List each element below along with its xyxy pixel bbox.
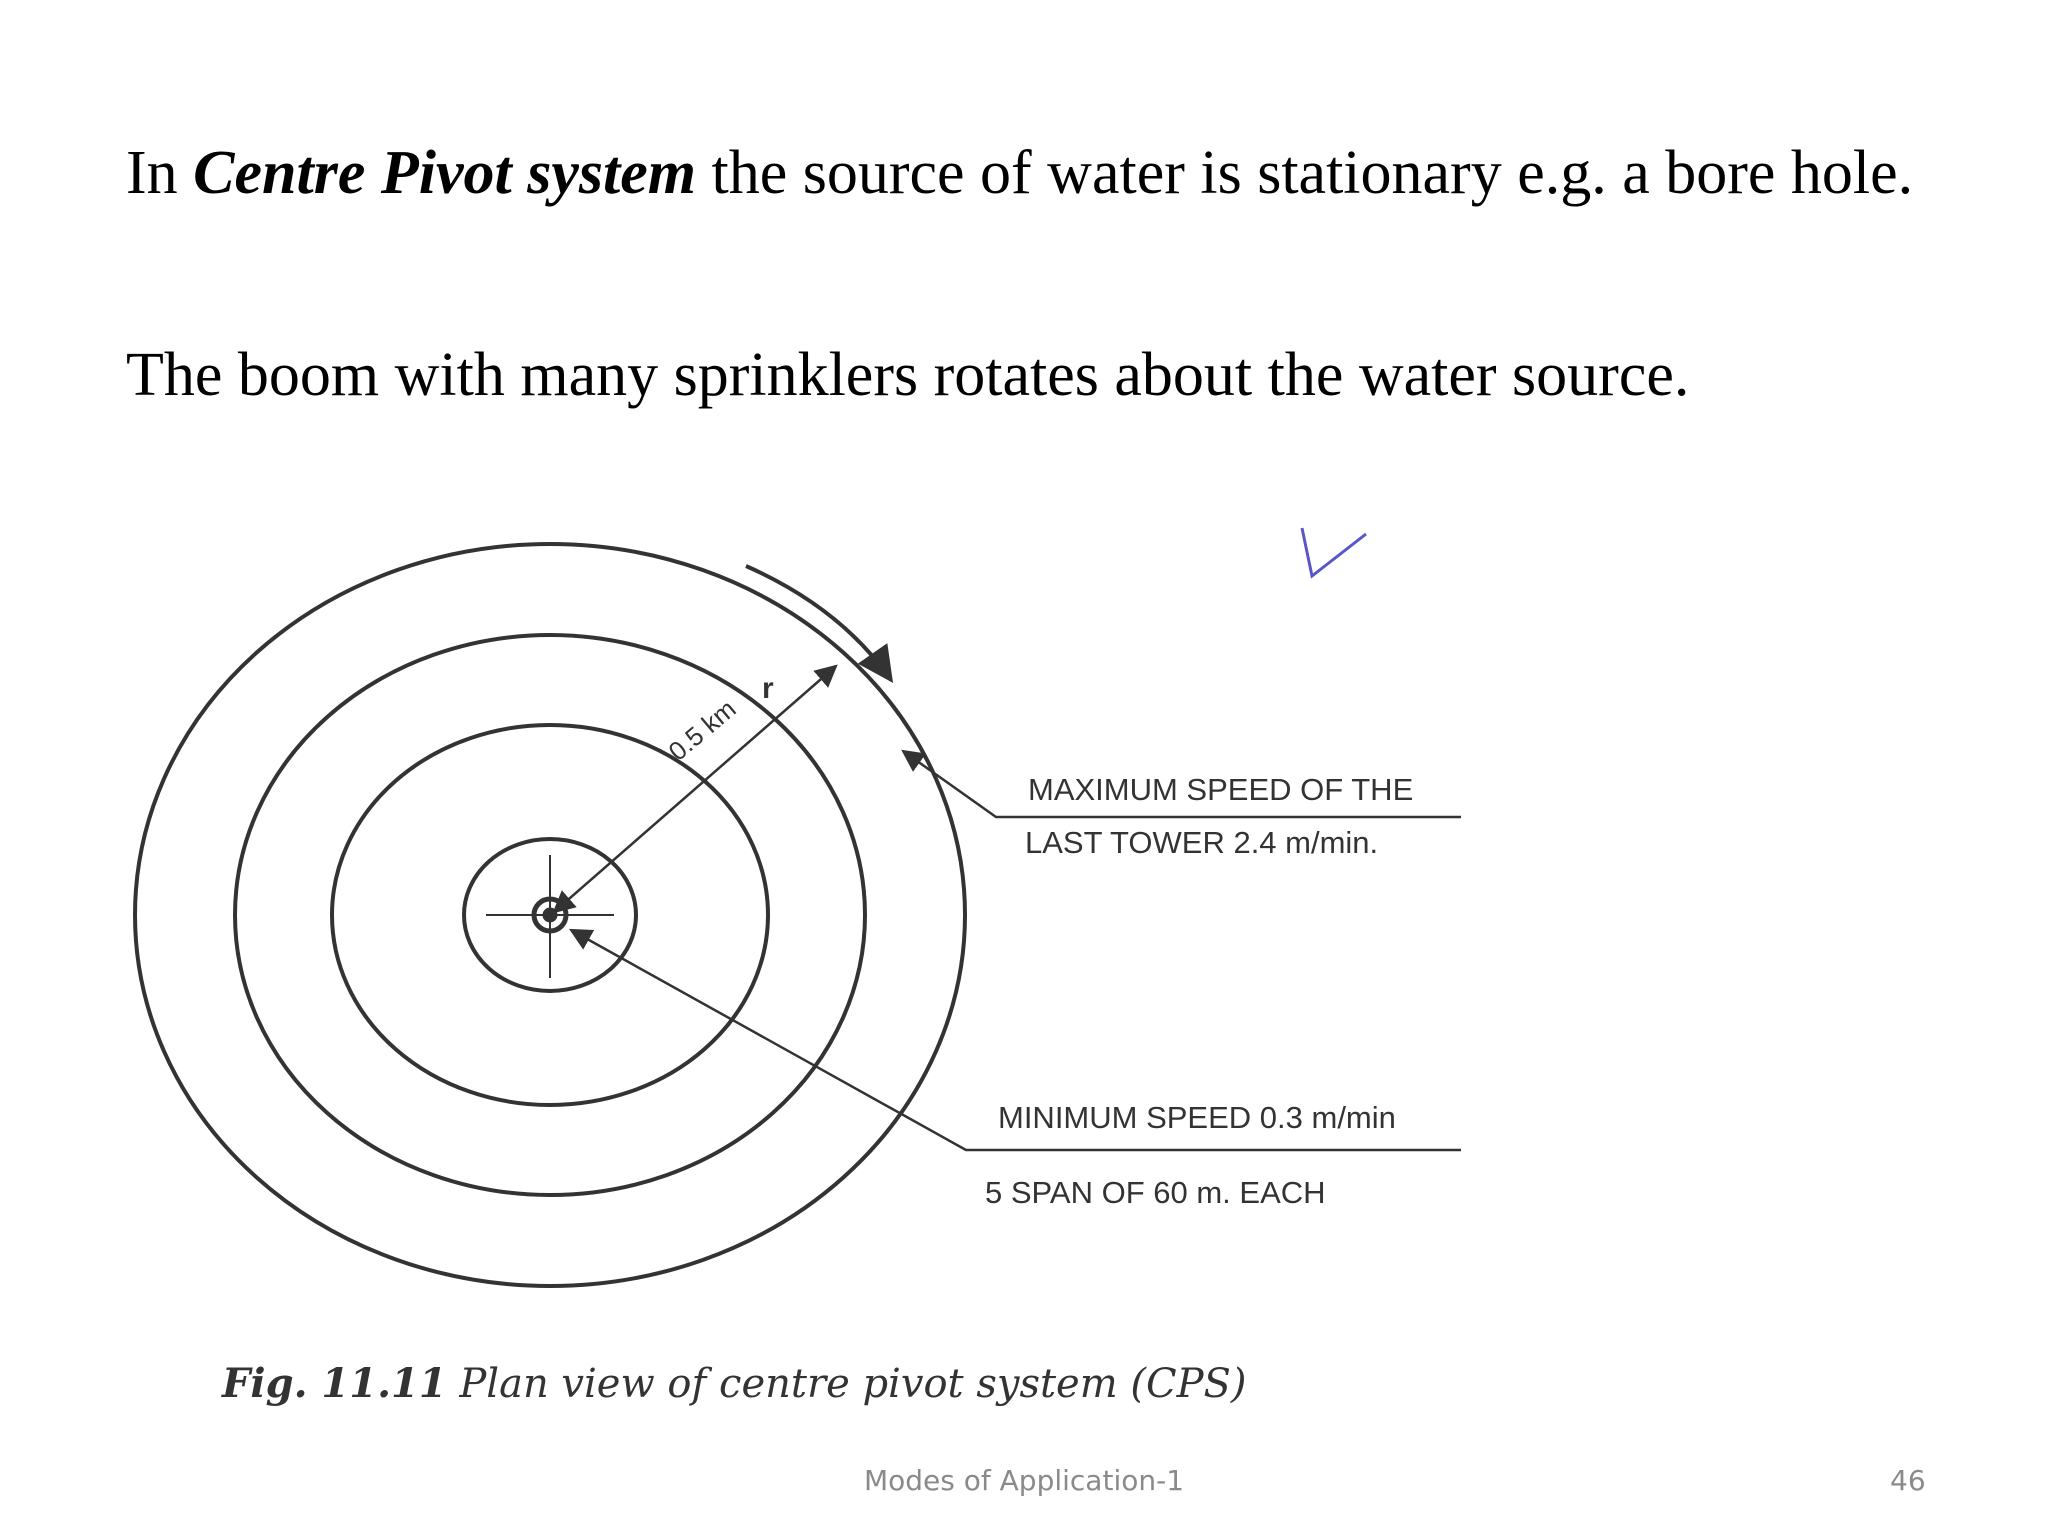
centre-pivot-figure: 0.5 km r MAXIMUM SPEED OF THE LAST TOWER… [126,520,1486,1440]
paragraph1-rest: the source of water is stationary e.g. a… [695,139,1914,207]
page-number: 46 [1890,1464,1926,1497]
checkmark-icon [1300,527,1367,579]
label-max-speed: MAXIMUM SPEED OF THE [1028,772,1414,807]
label-span: 5 SPAN OF 60 m. EACH [985,1175,1326,1210]
pivot-point [486,855,614,978]
caption-text: Plan view of centre pivot system (CPS) [446,1361,1247,1407]
paragraph-boom: The boom with many sprinklers rotates ab… [126,341,1690,409]
radius-symbol: r [762,672,774,705]
field-circle-2 [330,723,770,1107]
leader-line-max [901,749,1461,819]
paragraph1-intro: In [126,139,194,207]
paragraph-centre-pivot: In Centre Pivot system the source of wat… [126,132,1948,214]
label-last-tower: LAST TOWER 2.4 m/min. [1025,825,1379,860]
leader-line-min [569,928,1461,1152]
field-circle-outer [133,542,967,1288]
field-circle-inner [462,837,638,993]
footer-title: Modes of Application-1 [863,1464,1185,1497]
field-circle-3 [233,633,867,1197]
centre-pivot-emphasis: Centre Pivot system [193,139,696,207]
figure-caption: Fig. 11.11 Plan view of centre pivot sys… [222,1360,1247,1407]
caption-number: Fig. 11.11 [222,1360,447,1407]
radius-arrow [552,664,838,914]
radius-label: 0.5 km [663,693,742,766]
rotation-arrow [745,564,894,683]
centre-pivot-diagram: 0.5 km r [133,527,1461,1288]
label-min-speed: MINIMUM SPEED 0.3 m/min [998,1100,1396,1135]
